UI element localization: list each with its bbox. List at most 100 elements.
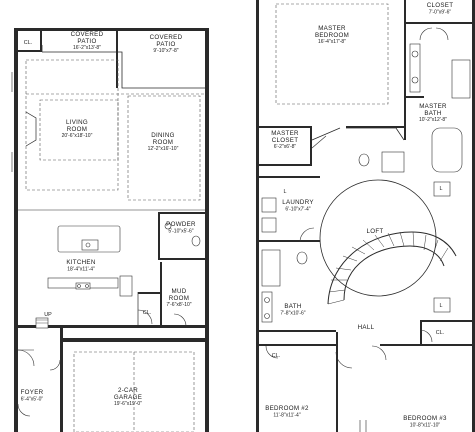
burner <box>85 284 89 288</box>
wall <box>256 330 336 332</box>
room-dimensions: 7'-8"x10'-6" <box>280 310 305 316</box>
room-dimensions: 10'-8"x11'-10" <box>410 422 441 428</box>
vanity-counter <box>261 291 273 323</box>
first-floor-plan <box>11 28 209 432</box>
door-swing <box>173 313 187 327</box>
wall <box>472 0 475 432</box>
wall <box>256 176 320 178</box>
linen <box>433 181 451 197</box>
room-dimensions: 20'-6"x18'-10" <box>62 133 93 139</box>
sink-drain <box>85 242 91 248</box>
room-dimensions: 6'-2"x6'-8" <box>274 144 297 150</box>
wall <box>14 28 18 432</box>
room-dimensions: 9'-10"x7'-8" <box>153 48 178 54</box>
room-name: BEDROOM #2 <box>265 405 309 412</box>
room-dimensions: 12'-2"x16'-10" <box>148 146 179 152</box>
sink-icon <box>411 50 419 58</box>
wall <box>256 0 259 432</box>
room-dimensions: 11'-8"x11'-4" <box>273 412 300 418</box>
wall <box>40 31 42 52</box>
wall <box>420 320 474 322</box>
room-dimensions: 16'-4"x17'-8" <box>318 39 346 45</box>
room-name: PATIO <box>156 41 175 48</box>
room-name: CL. <box>436 330 444 336</box>
linen <box>381 151 405 173</box>
room-name: MASTER <box>271 130 299 137</box>
door-swing <box>311 135 327 149</box>
toilet-icon <box>296 251 308 265</box>
door-swing <box>49 359 61 371</box>
room-name: BEDROOM #3 <box>403 415 447 422</box>
door-swing <box>265 345 279 359</box>
wall <box>380 344 474 346</box>
burner <box>77 284 81 288</box>
fridge-icon <box>119 275 133 297</box>
wall <box>256 344 336 346</box>
wall <box>42 51 205 89</box>
bathtub-icon <box>261 249 281 287</box>
wall <box>18 50 40 52</box>
door-swing <box>435 27 449 41</box>
wall <box>60 338 209 342</box>
wall <box>420 320 422 344</box>
dryer-icon <box>261 217 277 233</box>
room-label-loft: LOFT <box>366 228 383 235</box>
room-label-cl-top: CL. <box>24 40 32 46</box>
room-dimensions: 6'-10"x7'-4" <box>285 206 310 212</box>
room-name: 2-CAR <box>118 387 138 394</box>
room-name: LIVING <box>66 119 88 126</box>
room-name: CL. <box>272 353 280 359</box>
room-name: ROOM <box>169 295 189 302</box>
room-label-l2: L <box>440 303 443 309</box>
stove-icon <box>75 282 91 290</box>
wall <box>256 164 312 166</box>
wall <box>256 240 320 242</box>
room-name: MUD <box>172 288 187 295</box>
room-dimensions: 19'-6"x19'-0" <box>114 401 142 407</box>
room-name: POWDER <box>166 221 196 228</box>
tub-deck <box>431 127 463 173</box>
wall <box>404 40 406 140</box>
wall <box>404 0 406 40</box>
room-name: BATH <box>424 110 441 117</box>
room-label-up: UP <box>44 312 52 318</box>
sink-icon <box>264 297 270 303</box>
room-name: PATIO <box>77 38 96 45</box>
door-swing <box>419 27 433 41</box>
room-name: CL. <box>24 40 32 46</box>
room-dimensions: 16'-2"x13'-8" <box>73 45 101 51</box>
room-name: MASTER <box>419 103 447 110</box>
spiral-stair-inner <box>343 245 445 301</box>
spiral-stair-outer <box>327 231 457 305</box>
wall <box>14 28 209 31</box>
room-label-l1: L <box>440 186 443 192</box>
door-swing <box>137 309 153 325</box>
wall <box>60 325 63 432</box>
loft-rotunda <box>319 179 437 297</box>
shower-icon <box>451 59 471 99</box>
room-dimensions: 7'-6"x8'-10" <box>166 302 191 308</box>
wall <box>311 127 405 141</box>
wall <box>404 96 424 98</box>
second-floor-plan <box>256 0 475 432</box>
wall <box>138 292 160 294</box>
fireplace <box>25 111 37 147</box>
room-name: MASTER <box>318 25 346 32</box>
sink-icon <box>164 222 172 230</box>
kitchen-island <box>57 225 121 253</box>
wall <box>160 262 162 326</box>
room-name: CLOSET <box>272 137 299 144</box>
wall <box>336 332 338 432</box>
linen <box>433 297 451 313</box>
wall <box>116 31 118 88</box>
room-name: L <box>284 189 287 195</box>
